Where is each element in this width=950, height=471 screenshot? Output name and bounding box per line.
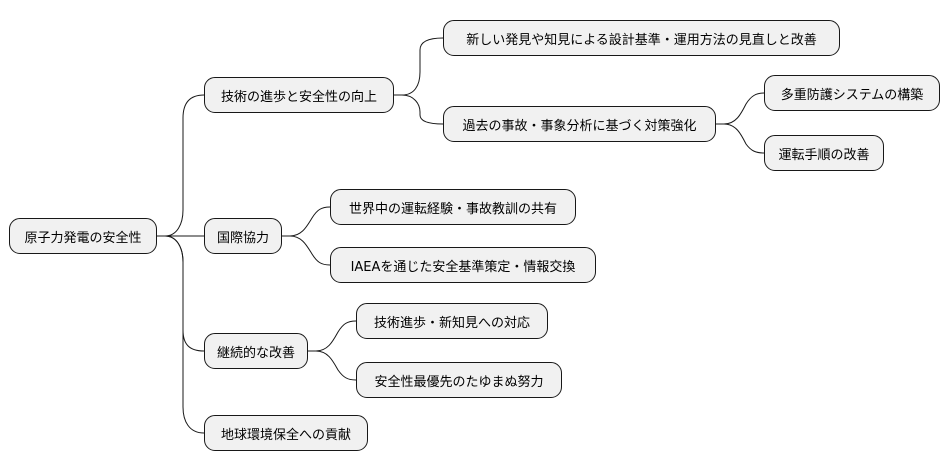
node-environment-contribution: 地球環境保全への貢献	[204, 415, 368, 451]
node-experience-sharing: 世界中の運転経験・事故教訓の共有	[330, 189, 576, 225]
link-past-multi	[716, 92, 765, 125]
node-continuous-improvement: 継続的な改善	[204, 333, 308, 369]
node-tech-response: 技術進歩・新知見への対応	[356, 303, 548, 339]
link-intl-share	[282, 206, 331, 237]
link-tech-new	[394, 37, 444, 96]
node-past-incidents: 過去の事故・事象分析に基づく対策強化	[443, 106, 716, 142]
link-cont-safety	[308, 350, 357, 381]
node-iaea-standards: IAEAを通じた安全基準策定・情報交換	[330, 247, 596, 283]
node-design-review: 新しい発見や知見による設計基準・運用方法の見直しと改善	[443, 20, 840, 56]
link-past-proc	[716, 123, 765, 154]
node-international-cooperation: 国際協力	[204, 218, 282, 254]
link-root-cont	[157, 235, 205, 352]
link-cont-tech	[308, 320, 357, 352]
node-procedure-improvement: 運転手順の改善	[764, 135, 884, 171]
link-root-tech	[157, 94, 205, 237]
node-tech-progress: 技術の進歩と安全性の向上	[204, 77, 394, 113]
root-node: 原子力発電の安全性	[9, 218, 157, 254]
node-multi-layer-defense: 多重防護システムの構築	[764, 75, 940, 111]
node-safety-first: 安全性最優先のたゆまぬ努力	[356, 362, 562, 398]
link-intl-iaea	[282, 235, 331, 266]
link-root-env	[157, 235, 205, 434]
link-tech-past	[394, 94, 444, 125]
